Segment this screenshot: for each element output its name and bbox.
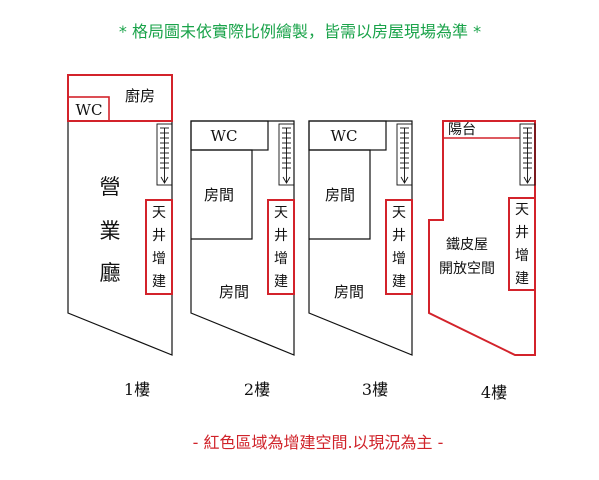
floor-3-skylight-char-4: 建 (392, 274, 406, 290)
floor-3-plan: WC 房間 房間 天 井 增 建 3樓 (308, 120, 413, 399)
floor-3-skylight-char-3: 增 (392, 251, 406, 267)
floor-3-skylight-char-2: 井 (392, 228, 406, 244)
floor-3-room-a (309, 149, 371, 240)
floor-2-skylight-char-3: 增 (274, 251, 288, 267)
floor-4-skylight-area (508, 197, 536, 291)
floor-1-skylight-char-2: 井 (152, 228, 166, 244)
floor-1-skylight-char-3: 增 (152, 251, 166, 267)
floor-2-skylight-area (267, 199, 295, 295)
floor-3-room-b-label: 房間 (334, 283, 364, 301)
floor-3-staircase (396, 123, 413, 186)
floor-1-wc-label: WC (76, 101, 103, 119)
floor-4-iron-title: 鐵皮屋 (446, 236, 488, 253)
floor-4-skylight-char-4: 建 (515, 271, 529, 287)
floor-4-skylight-char-2: 井 (515, 225, 529, 241)
scale-disclaimer-note: * 格局圖未依實際比例繪製，皆需以房屋現場為準 * (119, 22, 481, 41)
floor-1-hall-char-3: 廳 (100, 261, 121, 285)
floor-1-staircase (156, 123, 173, 186)
floor-3-skylight-char-1: 天 (392, 205, 406, 221)
floor-4-skylight-char-3: 增 (515, 248, 529, 264)
floor-4-balcony-label: 陽台 (448, 122, 476, 138)
floor-2-room-a-label: 房間 (204, 186, 234, 204)
floor-4-staircase (519, 123, 536, 186)
floor-3-room-a-label: 房間 (325, 186, 355, 204)
floor-4-skylight-char-1: 天 (515, 202, 529, 218)
floor-1-label: 1樓 (124, 380, 150, 399)
floor-1-hall-char-2: 業 (100, 219, 121, 243)
floor-2-plan: WC 房間 房間 天 井 增 建 2樓 (190, 120, 295, 399)
floor-4-plan: 陽台 天 井 增 建 鐵皮屋 開放空間 4樓 (428, 120, 536, 402)
floor-2-skylight-char-1: 天 (274, 205, 288, 221)
floor-2-skylight-char-2: 井 (274, 228, 288, 244)
floor-1-wc-area (67, 96, 110, 122)
floor-3-label: 3樓 (362, 380, 388, 399)
added-space-note: - 紅色區域為增建空間.以現況為主 - (193, 433, 444, 452)
floor-2-room-a (191, 149, 253, 240)
floor-2-wc-label: WC (211, 127, 238, 145)
floor-4-label: 4樓 (481, 383, 507, 402)
floor-4-iron-subtitle: 開放空間 (439, 261, 495, 277)
floor-2-staircase (278, 123, 295, 186)
floor-1-skylight-char-1: 天 (152, 205, 166, 221)
floor-1-kitchen-label: 廚房 (125, 87, 155, 105)
floor-1-plan: WC 廚房 天 井 增 建 營 業 廳 1樓 (67, 74, 173, 399)
floor-2-label: 2樓 (244, 380, 270, 399)
floor-1-skylight-char-4: 建 (152, 274, 166, 290)
floor-1-skylight-area (145, 199, 173, 295)
floor-2-skylight-char-4: 建 (274, 274, 288, 290)
floor-2-room-b-label: 房間 (219, 283, 249, 301)
floor-3-wc-label: WC (331, 127, 358, 145)
floor-1-hall-char-1: 營 (100, 175, 121, 199)
floor-3-skylight-area (385, 199, 413, 295)
